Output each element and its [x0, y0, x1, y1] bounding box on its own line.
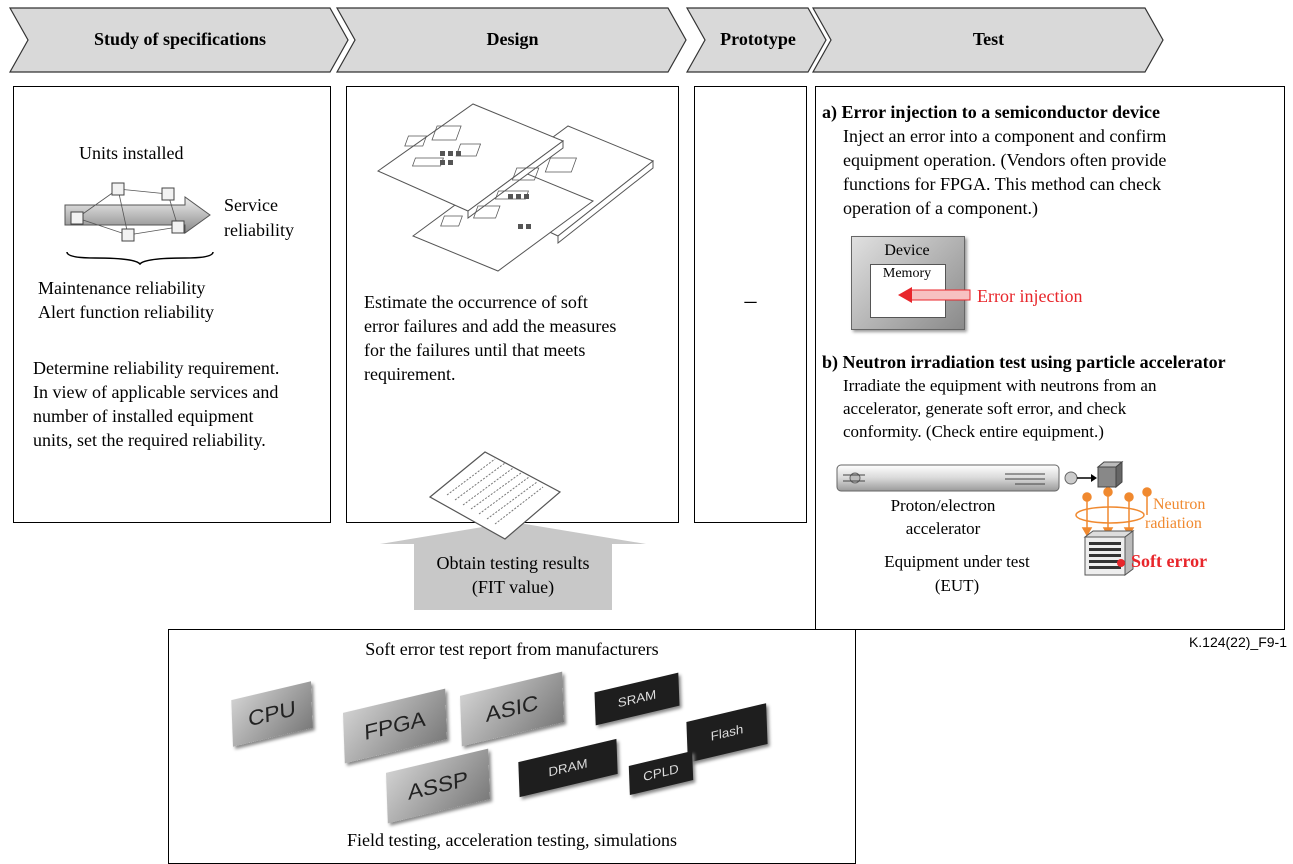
soft-error-label: Soft error	[1131, 551, 1208, 571]
test-a-title: a) Error injection to a semiconductor de…	[822, 102, 1160, 122]
chevron-spec	[8, 7, 349, 73]
test-panel	[815, 86, 1285, 630]
device-label: Device	[884, 242, 930, 259]
phase-chevrons	[8, 7, 1164, 73]
test-b-desc-line: conformity. (Check entire equipment.)	[843, 422, 1104, 441]
test-a-description: Inject an error into a component and con…	[843, 124, 1166, 220]
prototype-dash: –	[744, 288, 757, 314]
test-a-desc-line: Inject an error into a component and con…	[843, 126, 1167, 146]
chevron-design	[335, 7, 687, 73]
spec-desc-line: Determine reliability requirement.	[33, 358, 280, 378]
design-desc-line: Estimate the occurrence of soft	[364, 292, 588, 312]
report-title: Soft error test report from manufacturer…	[365, 639, 659, 659]
neutron-label-2: radiation	[1145, 515, 1202, 532]
arrow-text-1: Obtain testing results	[436, 553, 590, 573]
units-network-illustration	[64, 182, 214, 265]
test-a-desc-line: operation of a component.)	[843, 198, 1038, 218]
eut-label-1: Equipment under test	[884, 552, 1030, 571]
phase-label-design: Design	[486, 29, 539, 49]
test-b-description: Irradiate the equipment with neutrons fr…	[843, 374, 1156, 443]
chevron-test	[811, 7, 1164, 73]
design-desc-line: requirement.	[364, 364, 456, 384]
spec-panel	[13, 86, 331, 523]
design-desc-line: error failures and add the measures	[364, 316, 617, 336]
service-reliability-label-2: reliability	[224, 220, 294, 240]
report-footer: Field testing, acceleration testing, sim…	[347, 830, 677, 850]
eut-label-2: (EUT)	[934, 576, 980, 595]
test-a-desc-line: equipment operation. (Vendors often prov…	[843, 150, 1167, 170]
spec-description: Determine reliability requirement. In vi…	[33, 356, 279, 452]
memory-label: Memory	[882, 266, 932, 281]
test-b-title: b) Neutron irradiation test using partic…	[822, 352, 1226, 372]
spec-desc-line: number of installed equipment	[33, 406, 254, 426]
spec-desc-line: In view of applicable services and	[33, 382, 279, 402]
design-desc-line: for the failures until that meets	[364, 340, 586, 360]
phase-label-spec: Study of specifications	[93, 29, 266, 49]
alert-reliability-label: Alert function reliability	[38, 302, 214, 322]
arrow-text-2: (FIT value)	[471, 577, 555, 597]
accelerator-illustration	[836, 460, 1152, 576]
prototype-panel	[694, 86, 807, 523]
design-description: Estimate the occurrence of soft error fa…	[364, 290, 616, 386]
units-installed-label: Units installed	[79, 143, 184, 163]
accelerator-label-1: Proton/electron	[890, 496, 996, 515]
accelerator-label-2: accelerator	[905, 519, 981, 538]
circuit-boards-illustration	[376, 103, 654, 272]
figure-code: K.124(22)_F9-1	[1188, 634, 1287, 650]
chevron-prototype	[685, 7, 827, 73]
neutron-label-1: Neutron	[1153, 496, 1206, 513]
test-b-desc-line: Irradiate the equipment with neutrons fr…	[843, 376, 1157, 395]
document-icon	[428, 451, 562, 540]
phase-label-test: Test	[972, 29, 1005, 49]
error-injection-arrow	[898, 287, 971, 303]
phase-label-prototype: Prototype	[720, 29, 796, 49]
test-b-desc-line: accelerator, generate soft error, and ch…	[843, 399, 1127, 418]
spec-desc-line: units, set the required reliability.	[33, 430, 266, 450]
maintenance-reliability-label: Maintenance reliability	[38, 278, 206, 298]
error-injection-label: Error injection	[977, 286, 1083, 306]
testing-results-arrow	[380, 522, 646, 610]
test-a-desc-line: functions for FPGA. This method can chec…	[843, 174, 1162, 194]
service-reliability-label-1: Service	[224, 195, 278, 215]
